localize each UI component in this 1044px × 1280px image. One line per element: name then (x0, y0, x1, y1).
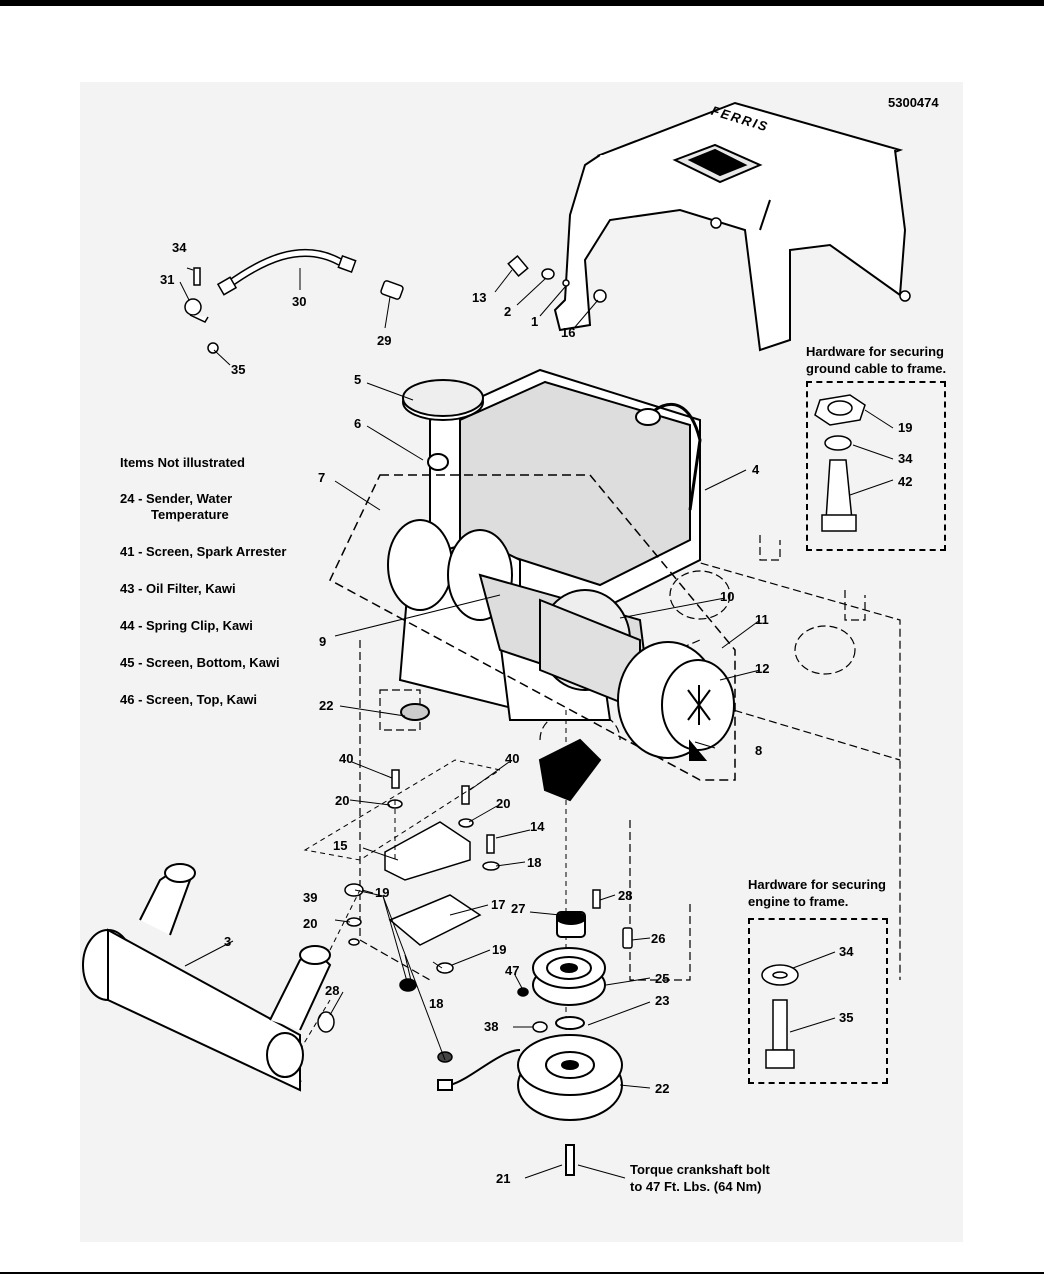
engine-hardware-parts (761, 964, 799, 1069)
mounting-hardware (317, 769, 633, 1063)
caption-line: engine to frame. (748, 894, 849, 909)
callout-19: 19 (375, 885, 389, 900)
callout-34: 34 (898, 451, 913, 466)
callout-6: 6 (354, 416, 361, 431)
ground-hardware-caption: Hardware for securing ground cable to fr… (806, 343, 946, 377)
items-not-illustrated: Items Not illustrated 24 - Sender, Water… (120, 455, 320, 729)
callout-29: 28 (618, 888, 632, 903)
callout-5: 5 (354, 372, 361, 387)
callout-16: 16 (561, 325, 575, 340)
cover-nut-icon (899, 290, 911, 302)
note-line: 45 - Screen, Bottom, Kawi (120, 655, 280, 670)
pulleys-clutch (437, 911, 623, 1176)
callout-39: 39 (303, 890, 317, 905)
torque-note: Torque crankshaft bolt to 47 Ft. Lbs. (6… (630, 1161, 770, 1195)
callout-22: 22 (319, 698, 333, 713)
note-line: 44 - Spring Clip, Kawi (120, 618, 253, 633)
callout-8: 8 (755, 743, 762, 758)
note-item: 46 - Screen, Top, Kawi (120, 692, 320, 708)
muffler (82, 863, 332, 1092)
note-item: 24 - Sender, Water Temperature (120, 491, 320, 523)
callout-11: 11 (755, 612, 769, 627)
callout-19: 19 (492, 942, 506, 957)
torque-line: to 47 Ft. Lbs. (64 Nm) (630, 1179, 762, 1194)
callout-19: 19 (898, 420, 912, 435)
callout-31: 29 (377, 333, 391, 348)
callout-17: 17 (491, 897, 505, 912)
callout-34: 34 (839, 944, 854, 959)
note-item: 43 - Oil Filter, Kawi (120, 581, 320, 597)
callout-7: 7 (318, 470, 325, 485)
callout-38: 38 (484, 1019, 498, 1034)
callout-28: 27 (511, 901, 525, 916)
callout-25: 23 (655, 993, 669, 1008)
callout-27: 26 (651, 931, 665, 946)
small-hardware-top (184, 249, 607, 354)
air-filter-assembly (329, 474, 736, 781)
callout-20: 20 (303, 916, 317, 931)
top-rule (0, 0, 1044, 6)
callout-20: 20 (496, 796, 510, 811)
callout-18: 18 (527, 855, 541, 870)
notes-title: Items Not illustrated (120, 455, 245, 470)
callout-42: 42 (898, 474, 912, 489)
callout-14: 14 (530, 819, 545, 834)
bottom-rule (0, 1272, 1044, 1274)
callout-21: 21 (496, 1171, 510, 1186)
note-item: 44 - Spring Clip, Kawi (120, 618, 320, 634)
note-line: 43 - Oil Filter, Kawi (120, 581, 236, 596)
callout-13: 13 (472, 290, 486, 305)
diagram-number: 5300474 (888, 95, 939, 110)
torque-line: Torque crankshaft bolt (630, 1162, 770, 1177)
note-item: 45 - Screen, Bottom, Kawi (120, 655, 320, 671)
callout-23: 22 (655, 1081, 669, 1096)
callout-2: 2 (504, 304, 511, 319)
engine-hardware-caption: Hardware for securing engine to frame. (748, 876, 886, 910)
callout-9: 9 (319, 634, 326, 649)
note-line-cont: Temperature (151, 507, 229, 522)
callout-numbers: 34 31 30 29 35 13 2 1 16 5 6 7 4 9 10 11… (160, 240, 913, 1186)
note-line: 24 - Sender, Water (120, 491, 233, 506)
ground-hardware-parts (814, 394, 866, 532)
caption-line: ground cable to frame. (806, 361, 947, 376)
callout-32: 30 (292, 294, 306, 309)
engine-hardware-box (748, 918, 888, 1084)
engine-cover (553, 101, 907, 352)
callout-26: 25 (655, 971, 669, 986)
callout-10: 10 (720, 589, 734, 604)
note-item: 41 - Screen, Spark Arrester (120, 544, 320, 560)
callout-1: 1 (531, 314, 538, 329)
caption-line: Hardware for securing (748, 877, 886, 892)
callout-leader-lines (179, 267, 894, 1179)
cover-nut-icon (710, 217, 722, 229)
callout-35: 35 (839, 1010, 853, 1025)
ground-hardware-box (806, 381, 946, 551)
callout-37: 35 (231, 362, 245, 377)
callout-4: 4 (752, 462, 760, 477)
callout-40: 40 (505, 751, 519, 766)
callout-20: 20 (335, 793, 349, 808)
callout-18: 18 (429, 996, 443, 1011)
callout-3: 3 (224, 934, 231, 949)
caption-line: Hardware for securing (806, 344, 944, 359)
callout-47: 47 (505, 963, 519, 978)
note-line: 41 - Screen, Spark Arrester (120, 544, 287, 559)
callout-33: 31 (160, 272, 174, 287)
callout-15: 15 (333, 838, 347, 853)
callout-30: 28 (325, 983, 339, 998)
callout-40: 40 (339, 751, 353, 766)
callout-36: 34 (172, 240, 187, 255)
callout-12: 12 (755, 661, 769, 676)
note-line: 46 - Screen, Top, Kawi (120, 692, 258, 707)
